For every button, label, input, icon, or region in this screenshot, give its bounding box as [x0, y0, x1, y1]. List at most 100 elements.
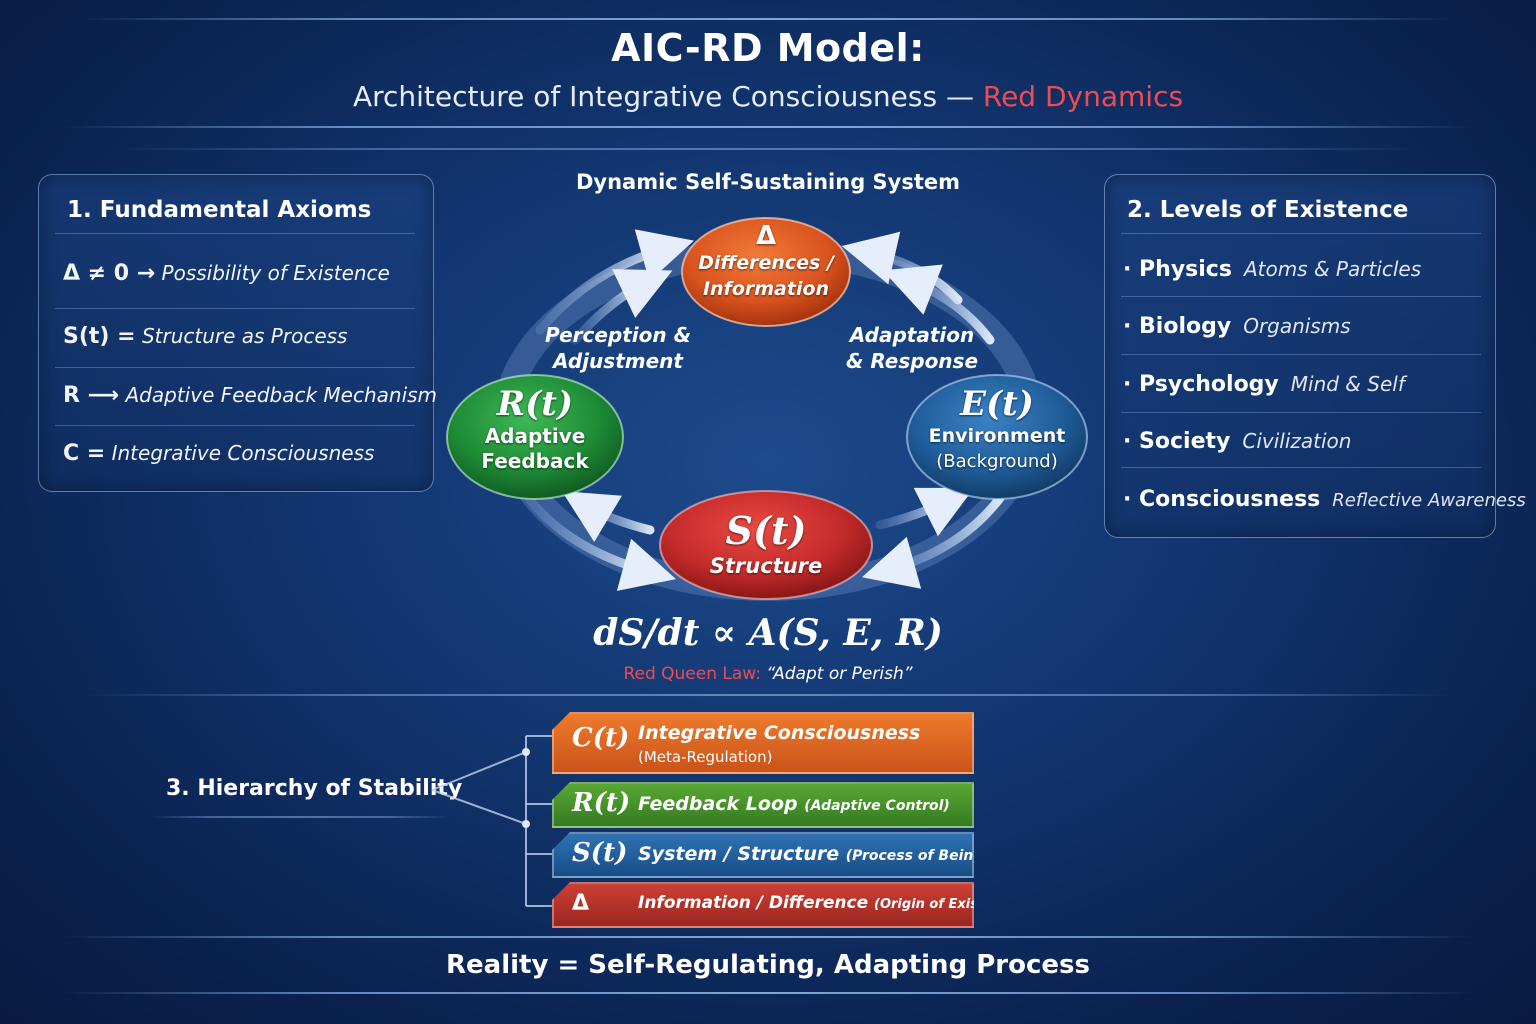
bar-symbol: R(t): [572, 788, 631, 818]
label-adaptation-response: Adaptation & Response: [828, 322, 996, 374]
delta-icon: Δ: [572, 891, 590, 916]
level-desc: Atoms & Particles: [1243, 257, 1422, 281]
axioms-separator: [55, 308, 415, 309]
axiom-symbol: R ⟶: [63, 383, 120, 408]
axiom-symbol: Δ ≠ 0 →: [63, 261, 156, 286]
hierarchy-underline: [150, 816, 450, 818]
node-environment-line2: (Background): [936, 451, 1058, 472]
node-differences-line2: Information: [702, 278, 830, 300]
node-environment-symbol: E(t): [960, 384, 1034, 424]
arrow-right-to-bottom: [861, 493, 1005, 589]
axioms-separator: [55, 233, 415, 234]
header-bottom-line-2: [120, 148, 1416, 150]
hierarchy-bar-information: Δ Information / Difference (Origin of Ex…: [552, 882, 974, 928]
node-structure-line1: Structure: [709, 554, 823, 578]
bar-label: Information / Difference (Origin of Exis…: [638, 893, 1025, 913]
level-name: · Biology: [1123, 314, 1232, 339]
levels-separator: [1121, 354, 1481, 355]
node-adaptive-feedback: [446, 374, 624, 500]
subtitle-main: Architecture of Integrative Consciousnes…: [352, 80, 938, 113]
hierarchy-bar-consciousness: C(t) Integrative Consciousness (Meta-Reg…: [552, 712, 974, 774]
node-environment: [906, 374, 1088, 500]
node-adaptive-feedback-symbol: R(t): [496, 384, 574, 424]
level-name: · Consciousness: [1123, 487, 1321, 512]
arrow-bottom-to-left: [561, 491, 655, 543]
node-adaptive-feedback-line2: Feedback: [481, 449, 589, 473]
axiom-symbol: S(t) =: [63, 324, 136, 349]
axiom-text: Integrative Consciousness: [111, 441, 375, 465]
node-environment-text: E(t) Environment (Background): [907, 384, 1087, 474]
node-differences-line1: Differences /: [698, 252, 834, 274]
axioms-panel-title: 1. Fundamental Axioms: [67, 197, 372, 223]
hierarchy-bar-feedback: R(t) Feedback Loop (Adaptive Control): [552, 782, 974, 828]
formula-equation: dS/dt ∝ A(S, E, R): [593, 612, 943, 654]
axiom-item-3: R ⟶ Adaptive Feedback Mechanism: [63, 383, 437, 408]
cycle-title: Dynamic Self-Sustaining System: [575, 170, 961, 194]
header-top-line: [80, 18, 1456, 20]
hierarchy-bar-structure: S(t) System / Structure (Process of Bein…: [552, 832, 974, 878]
node-differences-text: Δ Differences / Information: [682, 222, 850, 302]
formula-divider: [80, 694, 1456, 696]
node-environment-line1: Environment: [928, 425, 1066, 447]
level-name: · Society: [1123, 429, 1231, 454]
bar-symbol: S(t): [572, 838, 628, 868]
node-adaptive-feedback-text: R(t) Adaptive Feedback: [447, 384, 623, 474]
level-item-psychology: · Psychology Mind & Self: [1123, 372, 1405, 397]
law-text: “Adapt or Perish”: [760, 664, 913, 684]
levels-separator: [1121, 296, 1481, 297]
bar-label: Integrative Consciousness: [638, 722, 921, 744]
page-subtitle: Architecture of Integrative Consciousnes…: [0, 80, 1536, 113]
level-desc: Civilization: [1242, 429, 1352, 453]
label-perception-line1: Perception &: [544, 323, 692, 347]
footer-statement: Reality = Self-Regulating, Adapting Proc…: [446, 950, 1090, 980]
bar-label: System / Structure (Process of Being): [638, 843, 990, 865]
levels-separator: [1121, 412, 1481, 413]
bar-label: Feedback Loop (Adaptive Control): [638, 793, 950, 815]
levels-separator: [1121, 233, 1481, 234]
axiom-item-4: C = Integrative Consciousness: [63, 441, 374, 466]
delta-icon: Δ: [755, 221, 777, 251]
axiom-text: Structure as Process: [141, 324, 348, 348]
label-perception-adjustment: Perception & Adjustment: [530, 322, 706, 374]
axiom-item-1: Δ ≠ 0 → Possibility of Existence: [63, 261, 390, 286]
axioms-panel: 1. Fundamental Axioms Δ ≠ 0 → Possibilit…: [38, 174, 437, 492]
node-structure: [659, 490, 873, 600]
level-desc: Organisms: [1243, 314, 1351, 338]
axiom-text: Adaptive Feedback Mechanism: [125, 383, 438, 407]
hierarchy-title: 3. Hierarchy of Stability: [166, 776, 463, 801]
arrow-bottom-to-right: [875, 487, 975, 537]
axioms-separator: [55, 367, 415, 368]
bar-symbol: C(t): [572, 723, 630, 753]
label-perception-line2: Adjustment: [553, 349, 683, 373]
levels-panel-title: 2. Levels of Existence: [1127, 197, 1409, 223]
arrow-left-to-bottom: [525, 495, 677, 591]
axioms-separator: [55, 425, 415, 426]
page-title: AIC-RD Model:: [611, 26, 925, 70]
subtitle-dash: —: [937, 80, 983, 113]
footer-bottom-line: [60, 992, 1476, 994]
node-adaptive-feedback-line1: Adaptive: [484, 424, 586, 448]
red-queen-law: Red Queen Law: “Adapt or Perish”: [0, 664, 1536, 684]
bar-sub: (Meta-Regulation): [638, 748, 773, 766]
label-adaptation-line1: Adaptation: [849, 323, 975, 347]
axiom-symbol: C =: [63, 441, 106, 466]
axiom-text: Possibility of Existence: [161, 261, 390, 285]
level-name: · Psychology: [1123, 372, 1279, 397]
law-label: Red Queen Law:: [623, 664, 761, 684]
node-structure-symbol: S(t): [725, 508, 807, 553]
node-structure-text: S(t) Structure: [660, 508, 872, 578]
node-differences: [681, 217, 851, 327]
header-bottom-line: [60, 126, 1476, 128]
footer-top-line: [60, 936, 1476, 938]
levels-separator: [1121, 467, 1481, 468]
arrow-left-to-top-inner: [570, 269, 673, 345]
level-desc: Mind & Self: [1290, 372, 1405, 396]
arrow-top-to-right: [882, 264, 995, 345]
cycle-arrows: [525, 229, 1005, 591]
subtitle-accent: Red Dynamics: [982, 80, 1184, 113]
